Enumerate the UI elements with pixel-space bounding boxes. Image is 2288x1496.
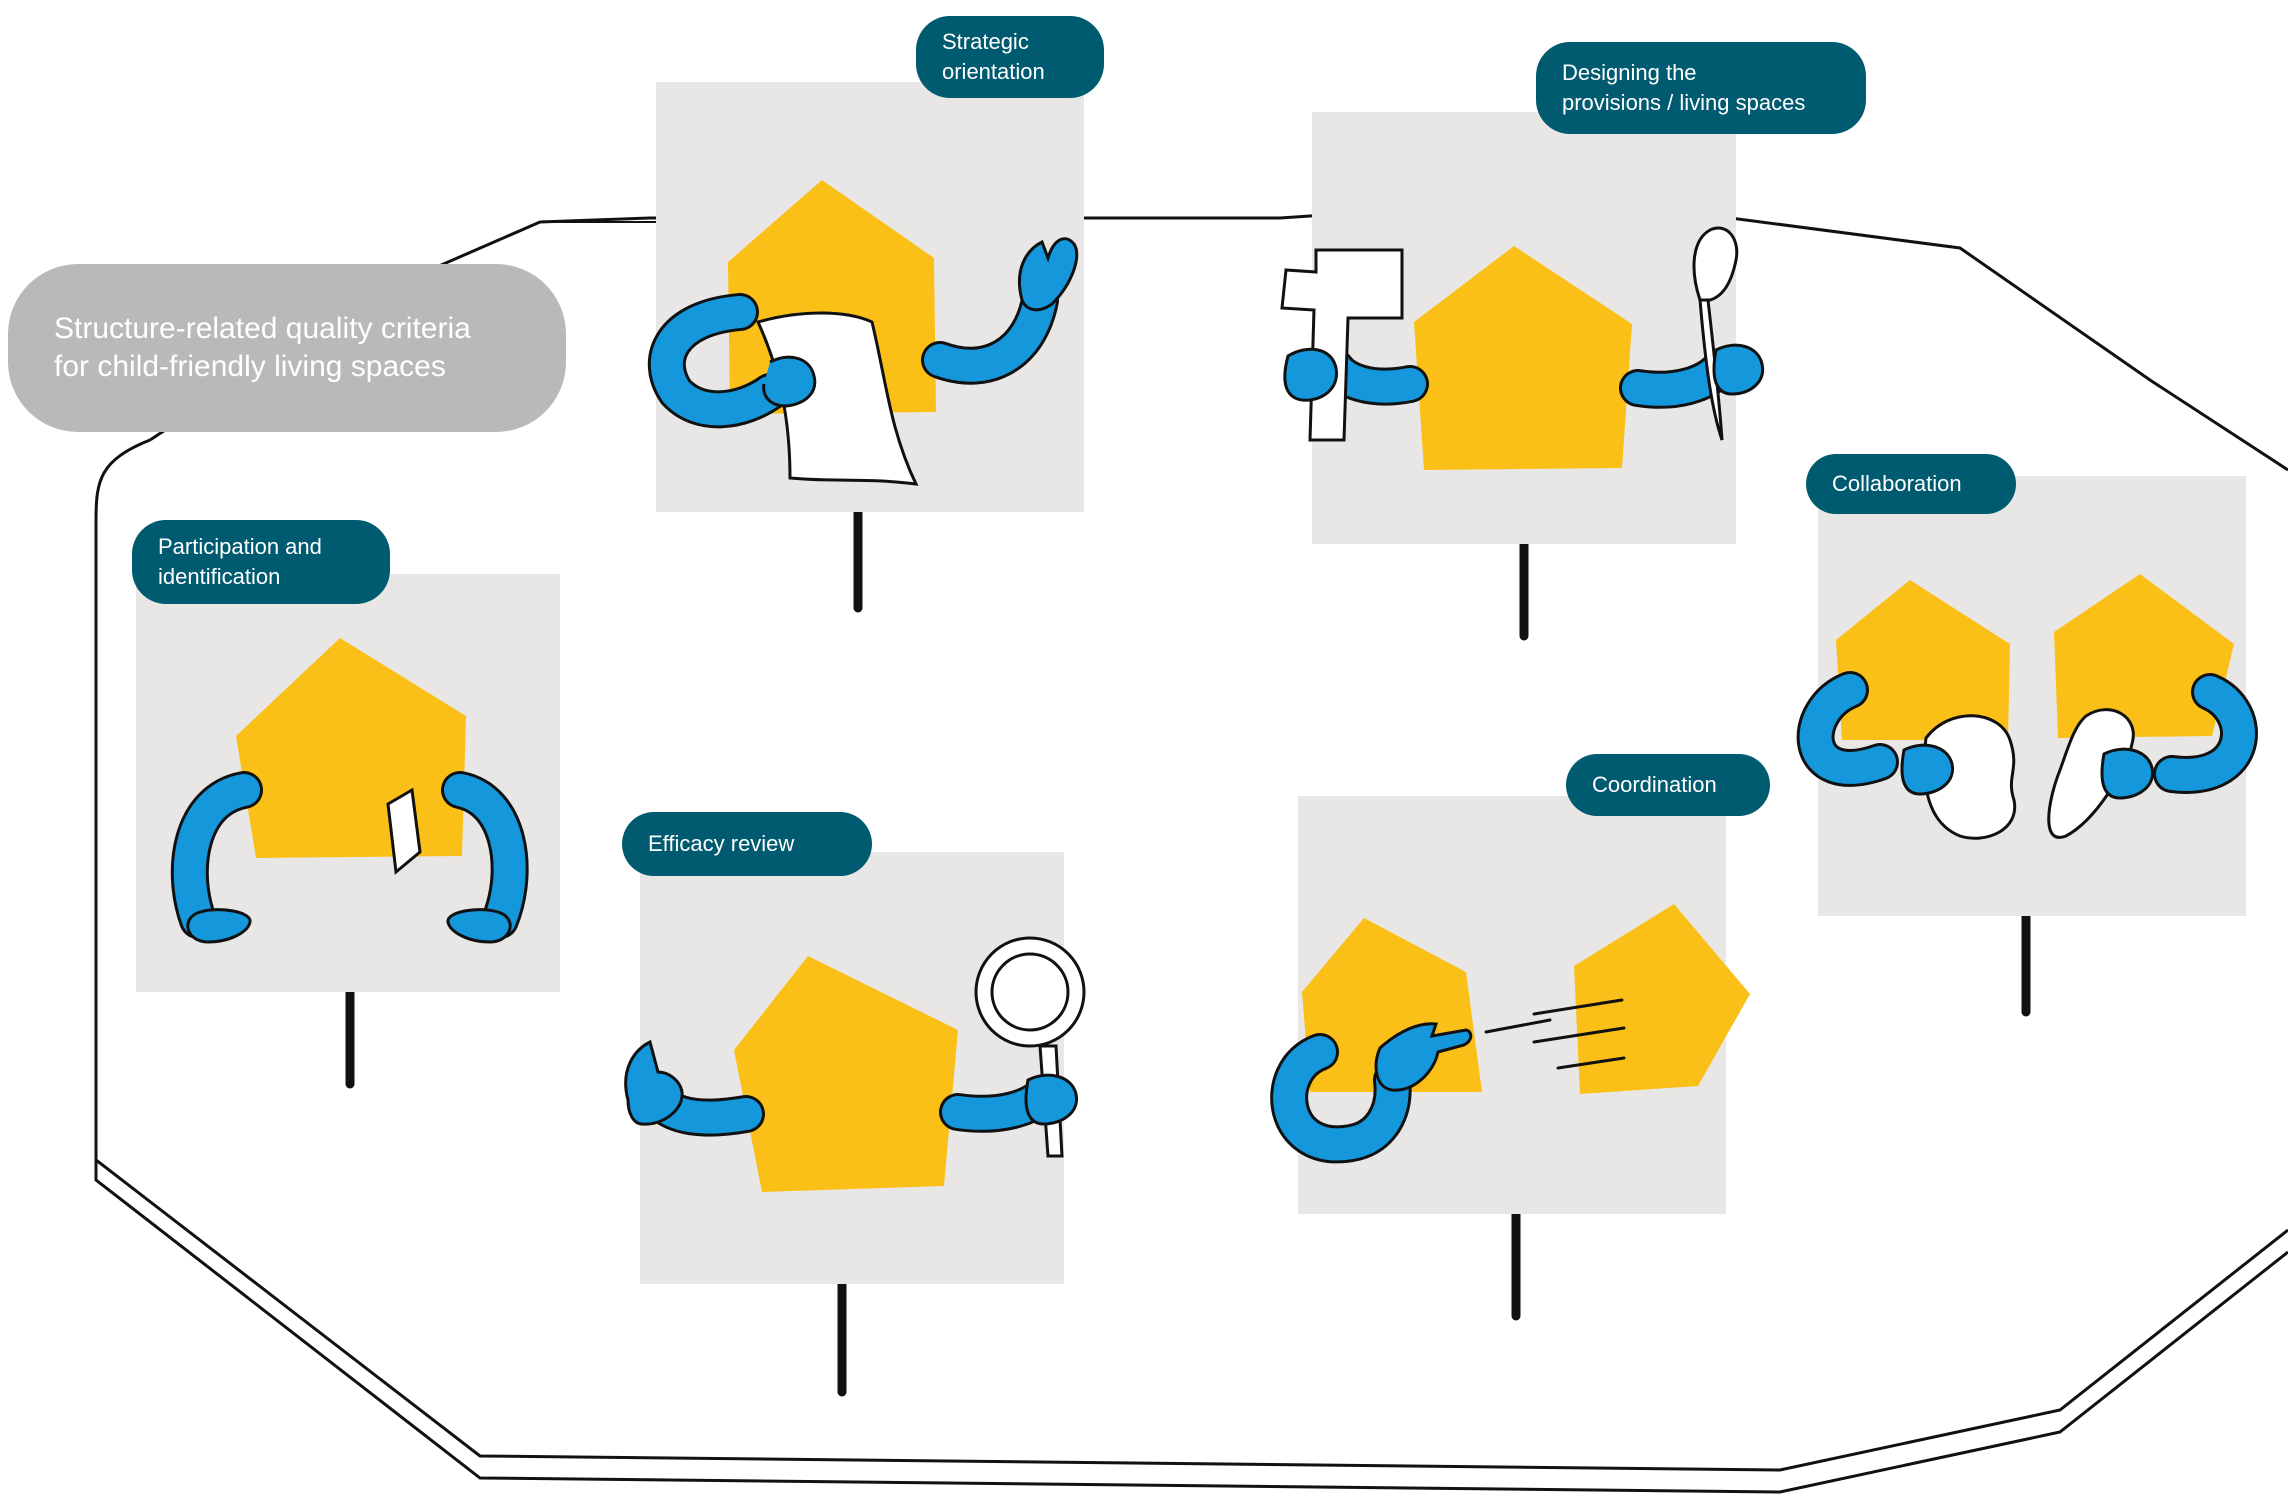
title-line-2: for child-friendly living spaces bbox=[54, 348, 446, 386]
hand-icon bbox=[1714, 345, 1763, 394]
board-collaboration bbox=[1816, 476, 2246, 1012]
tag-line: Strategic bbox=[942, 27, 1029, 57]
tag-line: Efficacy review bbox=[648, 829, 794, 859]
hand-icon bbox=[1902, 745, 1953, 794]
tag-designing: Designing the provisions / living spaces bbox=[1536, 42, 1866, 134]
tag-strategic-orientation: Strategic orientation bbox=[916, 16, 1104, 98]
tag-collaboration: Collaboration bbox=[1806, 454, 2016, 514]
board-strategic-orientation bbox=[656, 82, 1084, 608]
tag-coordination: Coordination bbox=[1566, 754, 1770, 816]
tag-line: Participation and bbox=[158, 532, 322, 562]
title-line-1: Structure-related quality criteria bbox=[54, 310, 471, 348]
tag-line: Coordination bbox=[1592, 770, 1717, 800]
board-participation bbox=[136, 574, 560, 1084]
tag-line: Designing the bbox=[1562, 58, 1697, 88]
tag-efficacy-review: Efficacy review bbox=[622, 812, 872, 876]
tag-participation: Participation and identification bbox=[132, 520, 390, 604]
board-coordination bbox=[1289, 796, 1750, 1316]
hand-icon bbox=[2102, 749, 2153, 798]
hand-icon bbox=[1026, 1075, 1077, 1124]
hand-icon bbox=[1285, 349, 1337, 400]
tag-line: Collaboration bbox=[1832, 469, 1962, 499]
tag-line: identification bbox=[158, 562, 280, 592]
board-designing bbox=[1282, 112, 1763, 636]
tag-line: orientation bbox=[942, 57, 1045, 87]
tag-line: provisions / living spaces bbox=[1562, 88, 1805, 118]
board-efficacy bbox=[626, 852, 1084, 1392]
page-title: Structure-related quality criteria for c… bbox=[8, 264, 566, 432]
hand-icon bbox=[764, 357, 815, 406]
